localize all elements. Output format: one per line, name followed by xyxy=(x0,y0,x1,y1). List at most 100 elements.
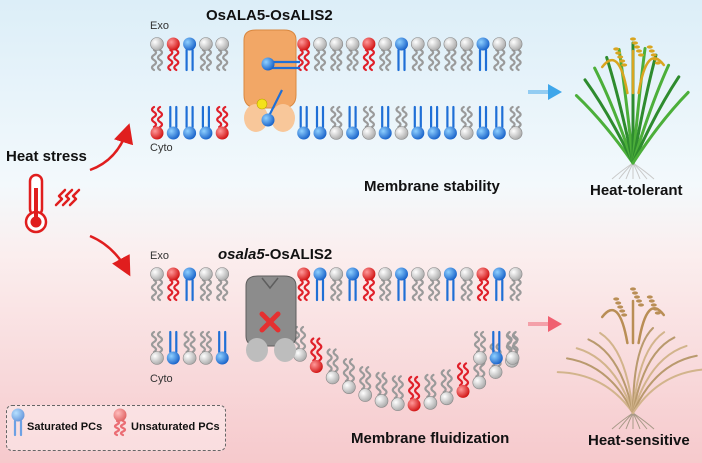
lipid-head xyxy=(456,384,470,398)
neutral-lipid xyxy=(199,267,213,302)
lipid-head xyxy=(410,37,425,51)
lipid-tails xyxy=(150,48,164,72)
thermometer-icon xyxy=(24,173,48,234)
lipid-tails xyxy=(216,278,229,302)
grain xyxy=(619,309,626,313)
lipid-tails xyxy=(413,105,422,129)
unsaturated-lipid xyxy=(407,375,421,412)
lipid-tails xyxy=(216,48,229,72)
neutral-lipid xyxy=(439,369,454,406)
lipid-head xyxy=(342,380,356,394)
exo-top-label: Exo xyxy=(150,20,169,32)
grain xyxy=(648,299,655,303)
neutral-lipid xyxy=(410,267,425,302)
neutral-lipid xyxy=(508,105,523,140)
lipid-tails xyxy=(150,330,164,354)
leaf xyxy=(631,53,658,165)
saturated-lipid xyxy=(166,330,180,365)
unsaturated-lipid xyxy=(476,267,490,302)
lipid-head xyxy=(476,126,490,140)
lipid-head xyxy=(346,267,360,281)
lipid-tails xyxy=(478,105,488,129)
leaf xyxy=(631,90,690,165)
saturated-lipid xyxy=(492,267,506,302)
lipid-tails xyxy=(362,48,375,72)
lipid-tails xyxy=(379,48,392,72)
lipid-head xyxy=(427,126,441,140)
root xyxy=(618,162,634,180)
lipid-head xyxy=(410,267,425,281)
neutral-lipid xyxy=(150,267,164,302)
lipid-tails xyxy=(348,105,357,129)
grain xyxy=(615,301,622,305)
saturated-lipid xyxy=(395,37,408,72)
lipid-tails xyxy=(395,105,408,129)
lipid-tails xyxy=(446,105,455,129)
saturated-lipid xyxy=(297,105,311,140)
protein-lobe-left xyxy=(244,104,268,132)
grain xyxy=(648,49,655,53)
lipid-head xyxy=(329,126,344,140)
arrow-to-top xyxy=(89,123,134,172)
neutral-lipid xyxy=(394,105,409,140)
panicle xyxy=(600,309,629,345)
lipid-tails xyxy=(348,278,357,302)
lipid-head xyxy=(199,267,213,281)
unsaturated-lipid xyxy=(113,408,127,437)
arrow-to-bottom xyxy=(89,234,131,277)
lipid-head xyxy=(199,351,213,365)
lipid-head xyxy=(459,126,474,140)
lipid-head xyxy=(215,126,229,140)
lipid-tails xyxy=(397,48,406,72)
leaf xyxy=(631,63,671,165)
grain xyxy=(638,303,644,307)
bound-lipid-tail xyxy=(267,89,283,119)
saturated-lipid xyxy=(443,105,457,140)
lipid-tails xyxy=(183,330,196,354)
lipid-head xyxy=(489,351,503,365)
lipid-tails xyxy=(13,419,23,437)
lipid-head xyxy=(362,267,376,281)
panicle xyxy=(637,307,666,345)
lipid-head xyxy=(472,375,487,390)
lipid-tails xyxy=(493,48,506,72)
lipid-tails xyxy=(460,105,473,129)
saturated-lipid xyxy=(11,408,25,437)
neutral-lipid xyxy=(329,267,344,302)
thermometer-group xyxy=(24,173,81,234)
lipid-head xyxy=(374,394,389,408)
saturated-lipid xyxy=(166,105,180,140)
lipid-head xyxy=(166,267,180,281)
unsaturated-lipid xyxy=(309,337,323,374)
lipid-head xyxy=(492,37,507,51)
neutral-lipid xyxy=(505,330,520,365)
arrows xyxy=(89,84,562,332)
lipid-tails xyxy=(460,48,473,72)
lipid-head xyxy=(325,370,340,385)
lipid-tails xyxy=(199,330,212,354)
lipid-head xyxy=(297,126,311,140)
neutral-lipid xyxy=(329,105,344,140)
membrane-fluidization-label: Membrane fluidization xyxy=(351,430,510,447)
complex-top-title: OsALA5-OsALIS2 xyxy=(206,7,333,24)
lipid-head xyxy=(199,126,213,140)
leaf xyxy=(566,357,634,414)
lipid-head xyxy=(215,267,229,281)
lipid-tails xyxy=(428,278,441,302)
lipid-head xyxy=(166,351,180,365)
lipid-head xyxy=(459,37,474,51)
membrane-stability-label: Membrane stability xyxy=(364,178,500,195)
leaf xyxy=(575,347,634,414)
lipid-tails xyxy=(346,48,359,72)
neutral-lipid xyxy=(313,37,327,72)
lipid-head xyxy=(346,126,360,140)
lipid-head xyxy=(395,37,408,51)
saturated-lipid xyxy=(183,105,197,140)
osala5-osalis2-complex xyxy=(243,29,300,132)
unsaturated-lipid xyxy=(215,105,229,140)
lipid-head xyxy=(378,37,393,51)
saturated-lipid xyxy=(215,330,229,365)
saturated-lipid xyxy=(346,105,360,140)
lipid-tails xyxy=(330,48,343,72)
neutral-lipid xyxy=(342,358,356,394)
